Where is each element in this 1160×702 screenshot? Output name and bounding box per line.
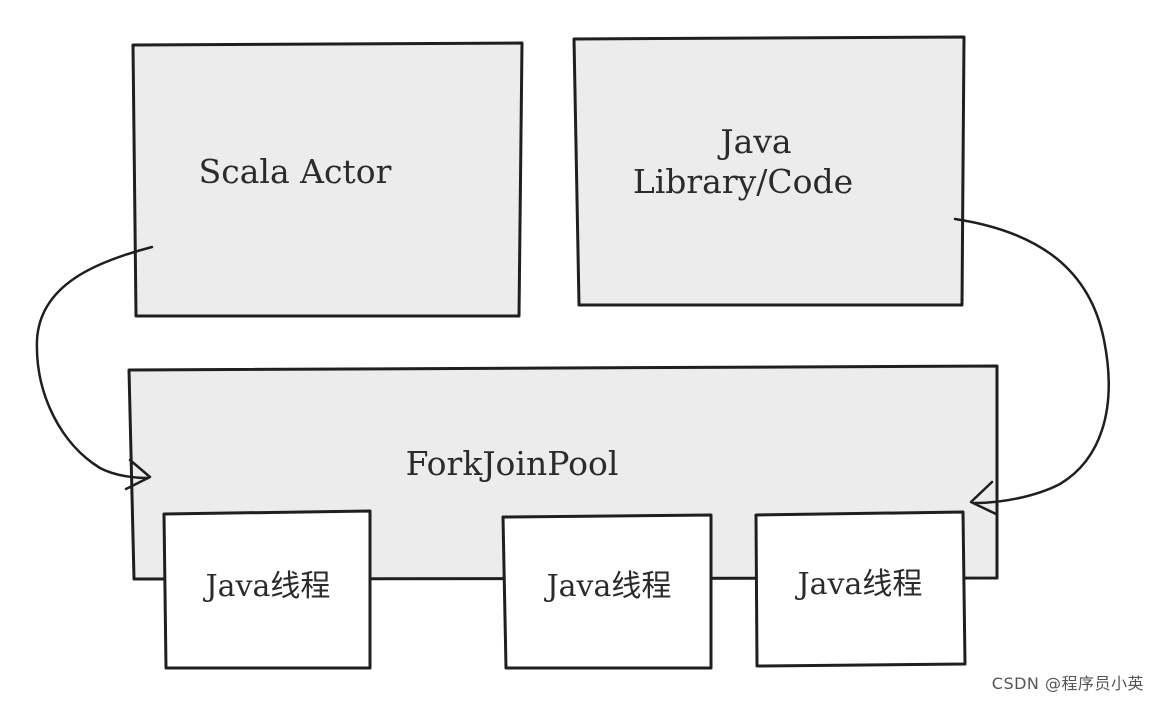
java-thread-node: Java线程 [501,513,713,670]
scala-actor-node: Scala Actor [131,41,524,318]
java-thread-box [754,510,967,668]
java-library-node: Java Library/Code [572,35,966,307]
java-library-box [572,35,966,307]
arrow-library-to-pool [953,217,1110,516]
forkjoinpool-label: ForkJoinPool [406,444,619,483]
java-library-label-line2: Library/Code [633,162,853,201]
java-thread-box [501,513,713,670]
java-thread-node: Java线程 [162,509,372,670]
java-thread-label: Java线程 [203,569,331,604]
java-thread-label: Java线程 [544,569,672,604]
java-thread-node: Java线程 [754,510,967,668]
java-thread-box [162,509,372,670]
watermark: CSDN @程序员小英 [991,674,1144,693]
java-library-label-line1: Java [717,122,791,161]
arrow-head-icon [124,458,152,491]
arrow-scala-to-pool-line [35,245,154,480]
arrow-library-to-pool-line [953,217,1110,505]
arrow-head-icon [969,480,998,516]
scala-actor-box [131,41,524,318]
scala-actor-label: Scala Actor [199,152,392,191]
java-thread-label: Java线程 [795,567,923,602]
arrow-scala-to-pool [35,245,154,491]
